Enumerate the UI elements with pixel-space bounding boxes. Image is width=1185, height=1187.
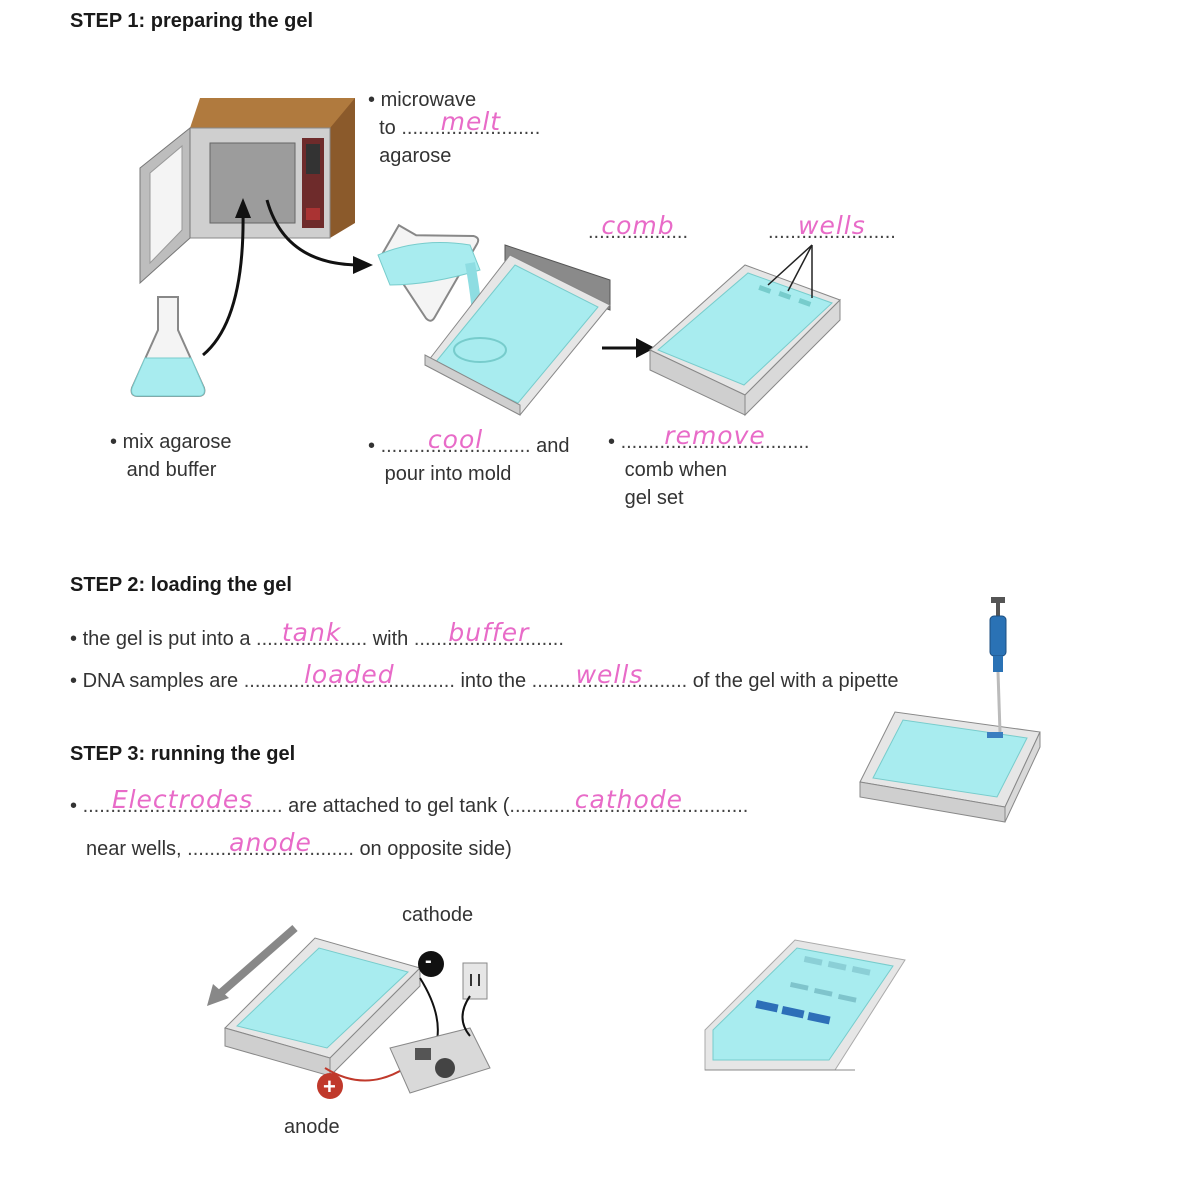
buffer-answer: buffer (448, 618, 530, 647)
melt-blank: .........................melt (401, 107, 541, 140)
microwave-illustration (139, 98, 355, 285)
electrodes-blank: ....................................Elec… (82, 785, 283, 818)
wells-blank-2: ............................wells (531, 660, 688, 693)
loaded-answer: loaded (303, 660, 395, 689)
comb-blank: ..................comb (588, 211, 689, 244)
cathode-answer: cathode (574, 785, 684, 814)
cool-blank: ...........................cool (380, 425, 531, 458)
minus-sign: - (425, 950, 432, 972)
step3-line1: • ....................................El… (70, 785, 749, 820)
pouring-mold-illustration (377, 223, 611, 416)
wells-blank: .......................wells (768, 211, 896, 244)
pipette-tank-illustration (859, 597, 1041, 823)
gel-tray-illustration (649, 244, 841, 417)
remove-answer: remove (664, 421, 766, 450)
cool-answer: cool (427, 425, 484, 454)
step3-line2-post: on opposite side) (359, 838, 512, 860)
wells-answer: wells (798, 211, 866, 240)
mix-line1: mix agarose (122, 431, 232, 453)
wells-answer-2: wells (575, 660, 644, 689)
microwave-line3: agarose (379, 145, 452, 167)
cathode-blank: ........................................… (509, 785, 749, 818)
agarose-flask (130, 296, 206, 397)
remove-line3: gel set (624, 487, 684, 509)
cathode-label: cathode (402, 904, 474, 926)
microwave-caption: • microwave to .........................… (368, 89, 541, 167)
plus-sign: + (323, 1074, 336, 1099)
step2-line2-mid: into the (460, 670, 527, 692)
step2-line1: • the gel is put into a ................… (70, 618, 564, 653)
step2-line1-pre: the gel is put into a (82, 628, 251, 650)
microwave-line1: microwave (380, 89, 477, 111)
electrodes-answer: Electrodes (111, 785, 254, 814)
anode-label: anode (284, 1116, 340, 1138)
step3-mid1: are attached to gel tank ( (288, 795, 510, 817)
electrophoresis-rig (207, 924, 491, 1099)
tank-answer: tank (281, 618, 342, 647)
step2-line1-mid: with (372, 628, 409, 650)
remove-caption: • ..................................remo… (608, 421, 810, 510)
cool-caption: • ...........................cool and po… (368, 425, 570, 486)
cool-line2: pour into mold (384, 463, 512, 485)
mix-line2: and buffer (126, 459, 217, 481)
step3-heading: STEP 3: running the gel (70, 743, 296, 765)
tank-blank: ....................tank (256, 618, 368, 651)
anode-answer: anode (229, 828, 312, 857)
remove-blank: ..................................remove (620, 421, 810, 454)
gel-bands-closeup (704, 939, 906, 1071)
step2-line2-post: of the gel with a pipette (692, 670, 899, 692)
loaded-blank: ......................................lo… (243, 660, 455, 693)
arrow-right (602, 338, 655, 358)
step2-heading: STEP 2: loading the gel (70, 574, 292, 596)
melt-answer: melt (440, 107, 502, 136)
cool-post: and (536, 435, 570, 457)
remove-line2: comb when (624, 459, 727, 481)
microwave-line2-pre: to (379, 117, 396, 139)
step2-line2: • DNA samples are ......................… (70, 660, 899, 695)
buffer-blank: ...........................buffer (413, 618, 564, 651)
comb-answer: comb (601, 211, 675, 240)
anode-blank: ..............................anode (187, 828, 354, 861)
process-arrows (202, 198, 373, 357)
mix-caption: • mix agarose and buffer (110, 431, 232, 481)
step2-line2-pre: DNA samples are (82, 670, 239, 692)
step1-heading: STEP 1: preparing the gel (70, 10, 314, 32)
step3-line2: near wells, ............................… (86, 828, 512, 863)
step3-line2-pre: near wells, (86, 838, 182, 860)
